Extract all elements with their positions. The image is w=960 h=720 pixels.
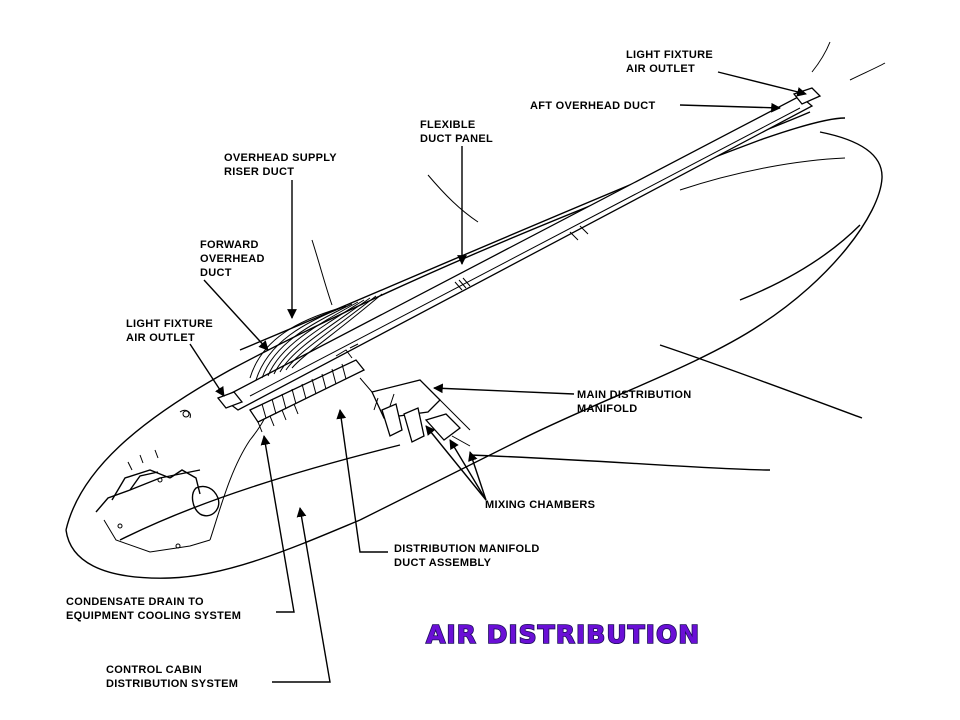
label-flexible-duct-panel: FLEXIBLE DUCT PANEL (420, 119, 493, 145)
leader-light-fixture-aft (717, 71, 807, 97)
leader-mixing-3 (468, 451, 487, 501)
leader-control-cabin (272, 507, 331, 683)
riser-duct-ribs (249, 293, 383, 381)
label-overhead-supply-riser-duct: OVERHEAD SUPPLY RISER DUCT (224, 152, 340, 178)
leader-dist-manifold-assembly (336, 409, 388, 553)
page-title: AIR DISTRIBUTION (426, 620, 700, 649)
label-light-fixture-aft: LIGHT FIXTURE AIR OUTLET (626, 49, 716, 75)
label-condensate-drain: CONDENSATE DRAIN TO EQUIPMENT COOLING SY… (66, 596, 241, 622)
overhead-duct-run (216, 87, 822, 411)
leader-aft-overhead-duct (679, 102, 781, 113)
leader-main-manifold (433, 383, 575, 395)
label-mixing-chambers: MIXING CHAMBERS (485, 499, 595, 511)
label-main-distribution-manifold: MAIN DISTRIBUTION MANIFOLD (577, 389, 695, 415)
leader-light-fixture-fwd (189, 343, 225, 397)
control-cabin (95, 409, 269, 553)
leader-forward-overhead-duct (203, 279, 269, 351)
label-light-fixture-fwd: LIGHT FIXTURE AIR OUTLET (126, 318, 216, 344)
leader-lines (189, 71, 807, 683)
mixing-chambers-assembly (359, 377, 471, 447)
distribution-manifold-assembly (249, 343, 366, 433)
leader-condensate-drain (260, 435, 295, 613)
label-forward-overhead-duct: FORWARD OVERHEAD DUCT (200, 239, 268, 279)
label-control-cabin-distribution: CONTROL CABIN DISTRIBUTION SYSTEM (106, 664, 238, 690)
callout-labels: LIGHT FIXTURE AIR OUTLET AFT OVERHEAD DU… (66, 49, 716, 690)
leader-mixing-2 (449, 439, 487, 501)
label-distribution-manifold-duct-assembly: DISTRIBUTION MANIFOLD DUCT ASSEMBLY (394, 543, 543, 569)
leader-mixing-1 (425, 425, 487, 501)
label-aft-overhead-duct: AFT OVERHEAD DUCT (530, 100, 656, 112)
